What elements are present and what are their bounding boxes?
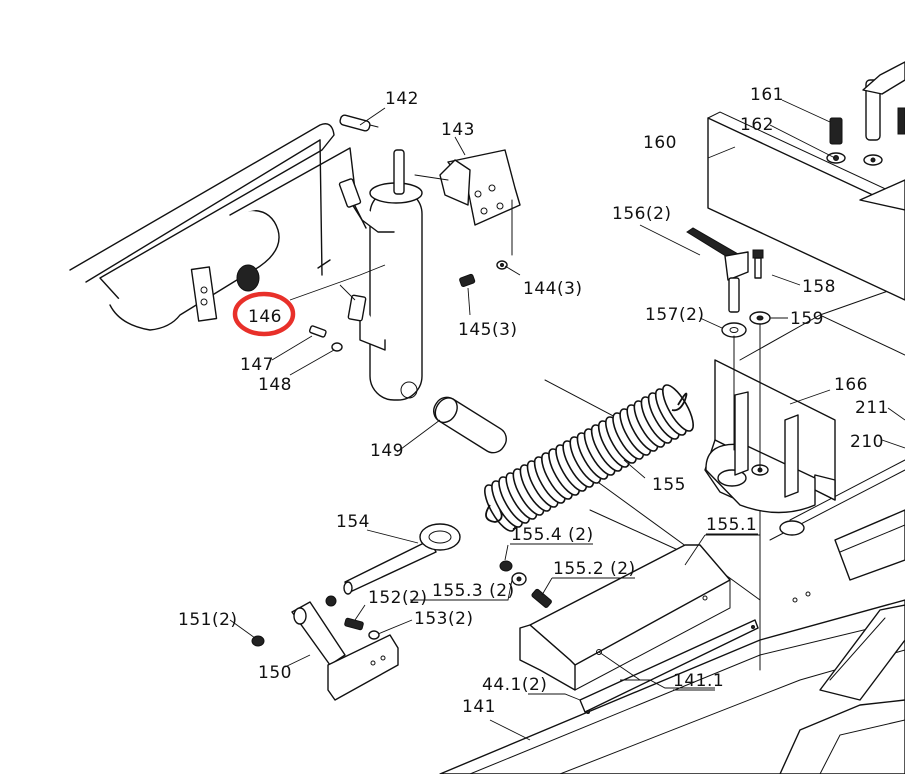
label-141-1: 141.1 (673, 671, 724, 691)
bracket-166 (704, 359, 836, 536)
label-162: 162 (740, 115, 774, 135)
spring-hook-right (671, 392, 688, 412)
highlight-circle-146 (232, 291, 296, 337)
label-211: 211 (855, 398, 889, 418)
lever-handle-156 (686, 227, 771, 471)
spring-hook-left (485, 504, 503, 523)
label-44-1: 44.1(2) (482, 675, 547, 695)
label-155-2: 155.2 (2) (553, 559, 636, 579)
label-157: 157(2) (645, 305, 705, 325)
label-210: 210 (850, 432, 884, 452)
label-166: 166 (834, 375, 868, 395)
label-151: 151(2) (178, 610, 238, 630)
label-152: 152(2) (368, 588, 428, 608)
label-155-3: 155.3 (2) (432, 581, 515, 601)
label-158: 158 (802, 277, 836, 297)
label-155: 155 (652, 475, 686, 495)
label-150: 150 (258, 663, 292, 683)
label-160: 160 (643, 133, 677, 153)
label-145: 145(3) (458, 320, 518, 340)
label-161: 161 (750, 85, 784, 105)
callout-labels: 142 143 144(3) 145(3) 146 147 148 149 15… (178, 85, 889, 717)
label-159: 159 (790, 309, 824, 329)
label-143: 143 (441, 120, 475, 140)
label-141: 141 (462, 697, 496, 717)
label-147: 147 (240, 355, 274, 375)
plate-160 (707, 61, 905, 301)
label-underlines (432, 533, 758, 691)
label-144: 144(3) (523, 279, 583, 299)
spring-155 (484, 384, 694, 532)
label-142: 142 (385, 89, 419, 109)
label-149: 149 (370, 441, 404, 461)
label-155-4: 155.4 (2) (511, 525, 594, 545)
label-156: 156(2) (612, 204, 672, 224)
label-153: 153(2) (414, 609, 474, 629)
rod-154 (343, 523, 461, 595)
spring-coil (662, 384, 694, 432)
label-146: 146 (248, 307, 282, 327)
cover-155-1 (519, 544, 759, 714)
label-155-1: 155.1 (706, 515, 757, 535)
label-154: 154 (336, 512, 370, 532)
handle-assembly (69, 114, 521, 454)
base-frame-141 (439, 459, 905, 774)
label-148: 148 (258, 375, 292, 395)
lever-150 (251, 560, 552, 701)
